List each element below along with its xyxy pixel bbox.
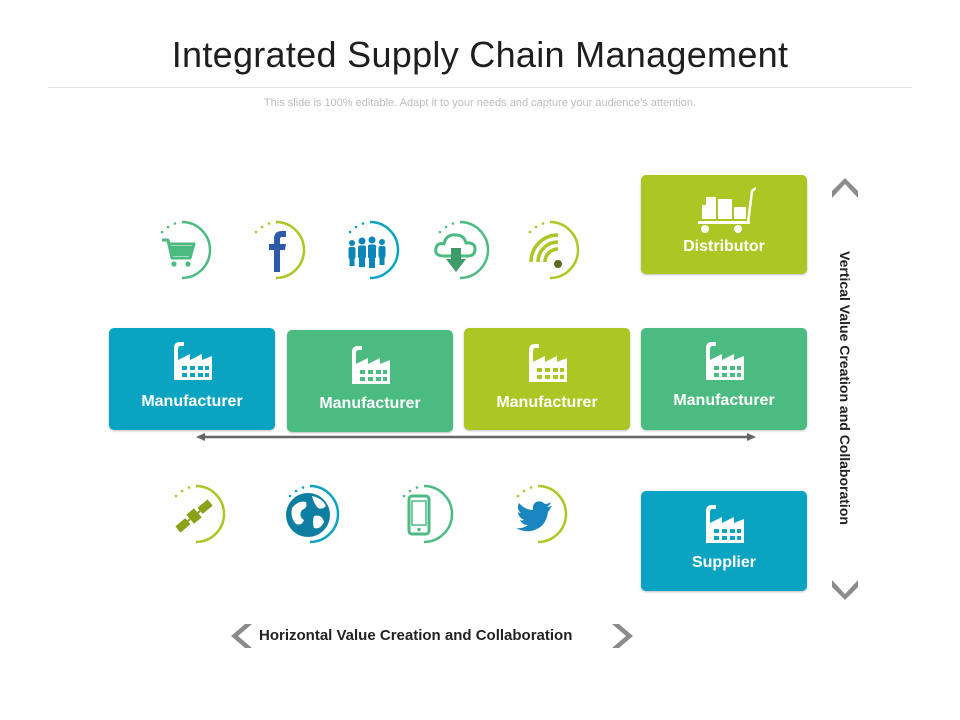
slide-subtitle: This slide is 100% editable. Adapt it to… [263, 97, 697, 109]
chevron-right-icon [612, 624, 633, 648]
factory-icon [706, 342, 744, 380]
horizontal-connector-arrow [196, 433, 756, 441]
supplier-label: Supplier [691, 554, 756, 571]
vertical-value-label: Vertical Value Creation and Collaboratio… [837, 251, 853, 525]
manufacturer-label-4: Manufacturer [673, 392, 775, 409]
factory-icon [706, 505, 744, 543]
manufacturer-box-4: Manufacturer [641, 328, 807, 430]
manufacturer-label-2: Manufacturer [319, 395, 421, 412]
chevron-left-icon [231, 624, 252, 648]
horizontal-value-label: Horizontal Value Creation and Collaborat… [259, 627, 573, 644]
manufacturer-box-3: Manufacturer [464, 328, 630, 430]
distributor-label: Distributor [683, 238, 765, 255]
wifi-signal-icon [518, 218, 582, 282]
people-group-icon [338, 218, 402, 282]
factory-icon [529, 344, 567, 382]
distributor-box: Distributor [641, 175, 807, 274]
facebook-icon [244, 218, 308, 282]
factory-icon [174, 342, 212, 380]
manufacturer-label-1: Manufacturer [141, 393, 243, 410]
shopping-cart-icon [150, 218, 214, 282]
factory-icon [352, 346, 390, 384]
satellite-icon [164, 482, 228, 546]
title-divider [48, 87, 912, 88]
supplier-box: Supplier [641, 491, 807, 591]
chevron-up-icon [832, 178, 858, 198]
globe-icon [278, 482, 342, 546]
smartphone-icon [392, 482, 456, 546]
manufacturer-label-3: Manufacturer [496, 394, 598, 411]
slide-title: Integrated Supply Chain Management [171, 34, 789, 75]
hand-truck-boxes-icon [698, 187, 756, 233]
twitter-bird-icon [506, 482, 570, 546]
manufacturer-box-1: Manufacturer [109, 328, 275, 430]
cloud-download-icon [428, 218, 492, 282]
manufacturer-box-2: Manufacturer [287, 330, 453, 432]
chevron-down-icon [832, 580, 858, 600]
